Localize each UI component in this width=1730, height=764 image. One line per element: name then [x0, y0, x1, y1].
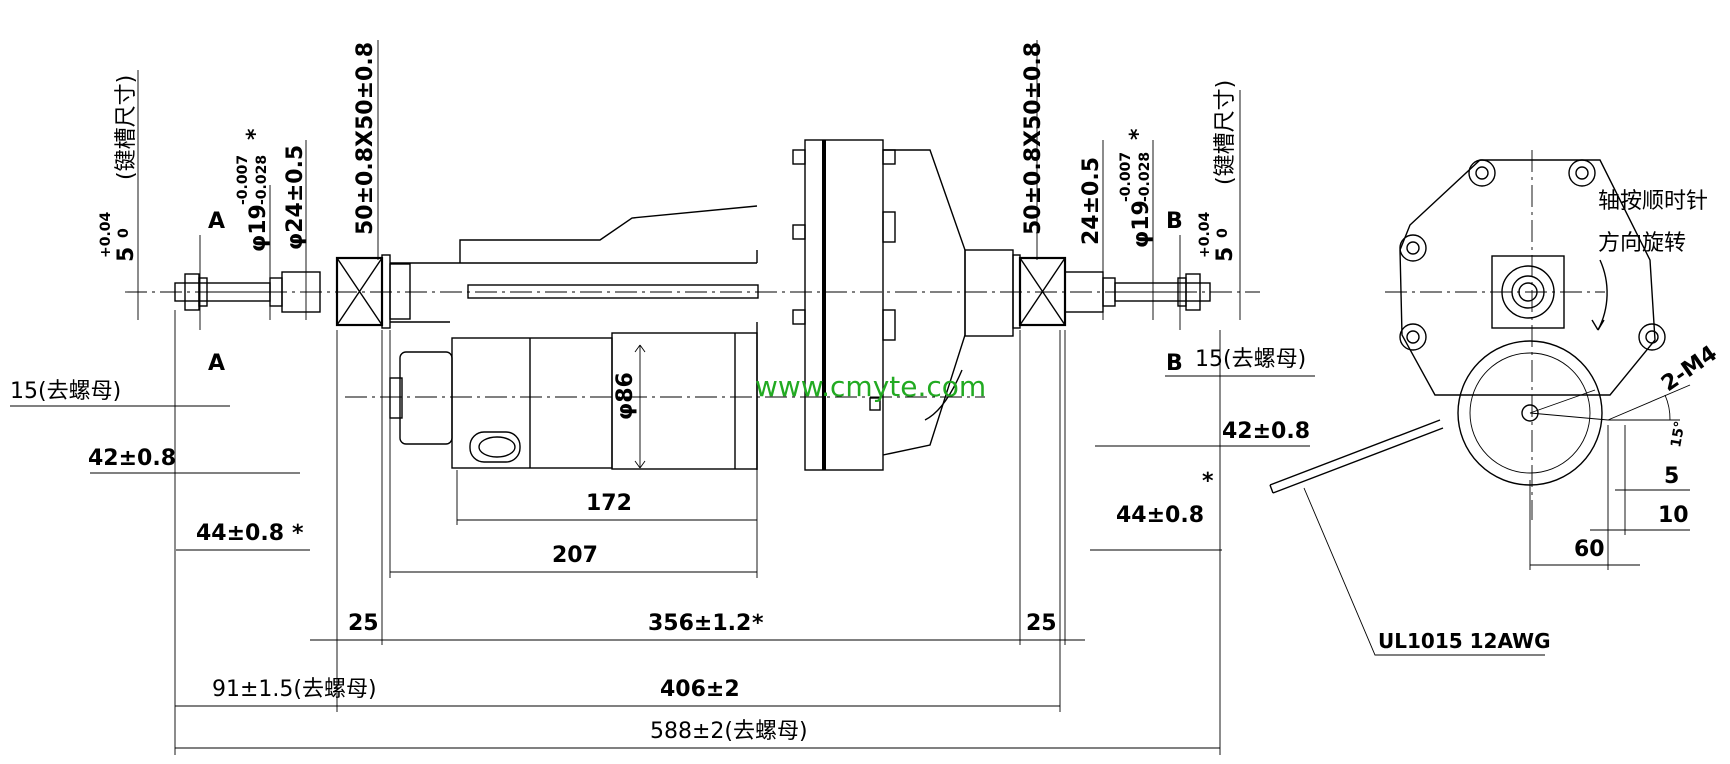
rotation-note-line2: 方向旋转	[1598, 231, 1686, 256]
dim-overall-406: 406±2	[660, 677, 740, 702]
left-section-bottom: A	[208, 351, 225, 376]
dim-motor-207: 207	[552, 543, 598, 568]
dim-motor-dia: φ86	[613, 372, 638, 420]
left-shaft-geometry	[174, 254, 411, 329]
left-section-top: A	[208, 209, 225, 234]
dim-left-44: 44±0.8	[196, 521, 284, 546]
right-keyway-tol-upper: +0.04	[1197, 211, 1213, 258]
left-keyway-annotation: 5 +0.04 0 (键槽尺寸) A A φ19 -0.007 -0.028 *…	[98, 40, 379, 376]
right-dia-24: 24±0.5	[1079, 157, 1104, 245]
rotation-note-line1: 轴按顺时针	[1598, 189, 1708, 214]
dim-end-60: 60	[1574, 537, 1605, 562]
dim-right-42: 42±0.8	[1222, 419, 1310, 444]
right-dia-19-tol-upper: -0.007	[1118, 152, 1134, 202]
right-keyway-note: (键槽尺寸)	[1213, 80, 1238, 185]
dim-right-25: 25	[1026, 611, 1057, 636]
right-section-bottom: B	[1166, 351, 1183, 376]
angle-callout: 15°	[1668, 420, 1688, 449]
right-dia-19: φ19	[1129, 200, 1154, 248]
horizontal-dimensions: 15(去螺母) 15(去螺母) 42±0.8 42±0.8 44±0.8 * 4…	[10, 310, 1315, 755]
left-keyway-note: (键槽尺寸)	[114, 75, 139, 180]
cable-spec: UL1015 12AWG	[1378, 629, 1551, 653]
dim-left-44-star: *	[292, 521, 304, 546]
end-view: 轴按顺时针 方向旋转 2-M4 15° 5 10 60 UL1015 12AWG	[1269, 150, 1722, 656]
right-keyway-tol-lower: 0	[1215, 228, 1231, 238]
right-section-top: B	[1166, 209, 1183, 234]
dim-motor-172: 172	[586, 491, 632, 516]
dim-left-42: 42±0.8	[88, 446, 176, 471]
left-dia-24: φ24±0.5	[283, 145, 308, 250]
right-shaft-geometry	[1064, 271, 1211, 313]
right-keyway-annotation: 50±0.8X50±0.8 24±0.5 φ19 -0.007 -0.028 *…	[1021, 40, 1241, 376]
left-keyway-depth: 5	[114, 247, 139, 262]
dim-right-nut: 15(去螺母)	[1195, 347, 1306, 372]
left-keyway-tol-upper: +0.04	[98, 211, 114, 258]
dim-left-91: 91±1.5(去螺母)	[212, 677, 377, 702]
dim-overall-588: 588±2(去螺母)	[650, 719, 808, 744]
right-dia-19-tol-lower: -0.028	[1137, 152, 1153, 202]
right-keyway-depth: 5	[1213, 247, 1238, 262]
left-dia-19: φ19	[246, 204, 271, 252]
dim-center-356-star: *	[752, 611, 764, 636]
right-bearing-size: 50±0.8X50±0.8	[1021, 42, 1046, 235]
dim-left-nut: 15(去螺母)	[10, 379, 121, 404]
dim-center-356: 356±1.2	[648, 611, 751, 636]
dim-right-star: *	[1202, 469, 1214, 494]
left-keyway-tol-lower: 0	[116, 228, 132, 238]
right-dia-19-star: *	[1126, 128, 1151, 140]
axle-tube	[390, 205, 759, 323]
left-dia-19-tol-upper: -0.007	[235, 155, 251, 205]
left-dia-19-tol-lower: -0.028	[254, 155, 270, 205]
thread-callout: 2-M4	[1657, 341, 1722, 397]
left-bearing-size: 50±0.8X50±0.8	[353, 42, 378, 235]
dim-end-5: 5	[1664, 464, 1679, 489]
dim-end-10: 10	[1658, 503, 1689, 528]
left-dia-19-star: *	[243, 128, 268, 140]
dim-right-44: 44±0.8	[1116, 503, 1204, 528]
dim-left-25: 25	[348, 611, 379, 636]
motor-body	[389, 322, 758, 470]
watermark-text: www.cmyte.com	[755, 370, 986, 403]
